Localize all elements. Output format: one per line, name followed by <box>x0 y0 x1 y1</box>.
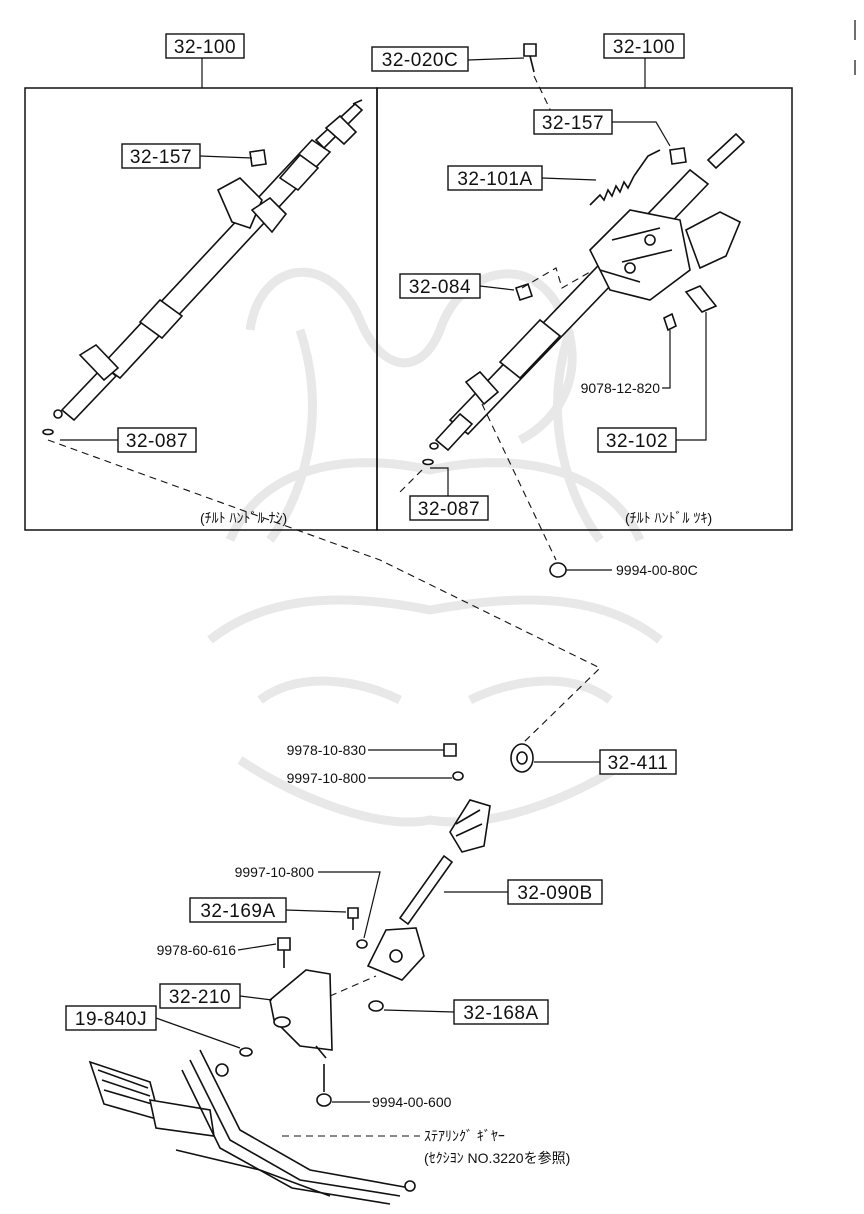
label-32-101a: 32-101A <box>457 169 532 190</box>
label-9997-10-800-a: 9997-10-800 <box>287 770 367 786</box>
label-32-411: 32-411 <box>608 753 669 774</box>
label-32-169a: 32-169A <box>200 901 275 922</box>
note-steering-gear: ｽﾃｱﾘﾝｸﾞ ｷﾞﾔｰ <box>424 1128 505 1144</box>
leader-lines <box>60 57 707 1103</box>
steering-gear <box>88 1049 416 1205</box>
label-9994-00-80c: 9994-00-80C <box>616 562 698 578</box>
label-32-100-right: 32-100 <box>613 37 675 58</box>
label-9994-00-600: 9994-00-600 <box>372 1094 452 1110</box>
bolt-32-084 <box>514 282 534 302</box>
bolt-32-020c <box>523 43 537 57</box>
label-9078-12-820: 9078-12-820 <box>581 380 661 396</box>
label-9997-10-800-b: 9997-10-800 <box>235 864 315 880</box>
label-32-090b: 32-090B <box>517 883 592 904</box>
caption-with-tilt: (ﾁﾙﾄ ﾊﾝﾄﾞﾙ ﾂｷ) <box>625 510 712 526</box>
label-32-168a: 32-168A <box>463 1003 538 1024</box>
label-9978-60-616: 9978-60-616 <box>157 942 237 958</box>
label-19-840j: 19-840J <box>75 1009 147 1030</box>
cover-32-210 <box>269 969 333 1051</box>
note-see-section: (ｾｸｼﾖﾝ NO.3220を参照) <box>424 1150 570 1166</box>
tilt-mechanism <box>589 209 691 301</box>
label-32-087-right: 32-087 <box>418 499 480 520</box>
labels: 32-100 32-100 32-020C 32-157 32-157 32-1… <box>75 37 712 1166</box>
caption-no-tilt: (ﾁﾙﾄ ﾊﾝﾄﾞﾙ ﾅｼ) <box>200 510 287 526</box>
left-pin-part <box>42 428 54 436</box>
boot-32-102 <box>684 285 718 313</box>
watermark-emblem <box>207 267 663 827</box>
label-32-157-right: 32-157 <box>542 113 604 134</box>
label-32-020c: 32-020C <box>382 50 458 71</box>
right-variant-frame <box>376 87 793 531</box>
frames <box>24 20 856 531</box>
label-boxes <box>65 33 685 1031</box>
spring-part <box>589 175 635 206</box>
left-steering-column <box>42 99 364 436</box>
label-32-102: 32-102 <box>606 431 668 452</box>
intermediate-shaft-assembly <box>239 562 567 1107</box>
label-32-084: 32-084 <box>409 277 471 298</box>
label-32-210: 32-210 <box>169 987 231 1008</box>
label-32-087-left: 32-087 <box>126 431 188 452</box>
label-32-100-left: 32-100 <box>174 37 236 58</box>
left-clip-part <box>249 149 267 167</box>
label-32-157-left: 32-157 <box>130 147 192 168</box>
right-steering-column <box>422 132 746 466</box>
label-9978-10-830: 9978-10-830 <box>287 742 367 758</box>
